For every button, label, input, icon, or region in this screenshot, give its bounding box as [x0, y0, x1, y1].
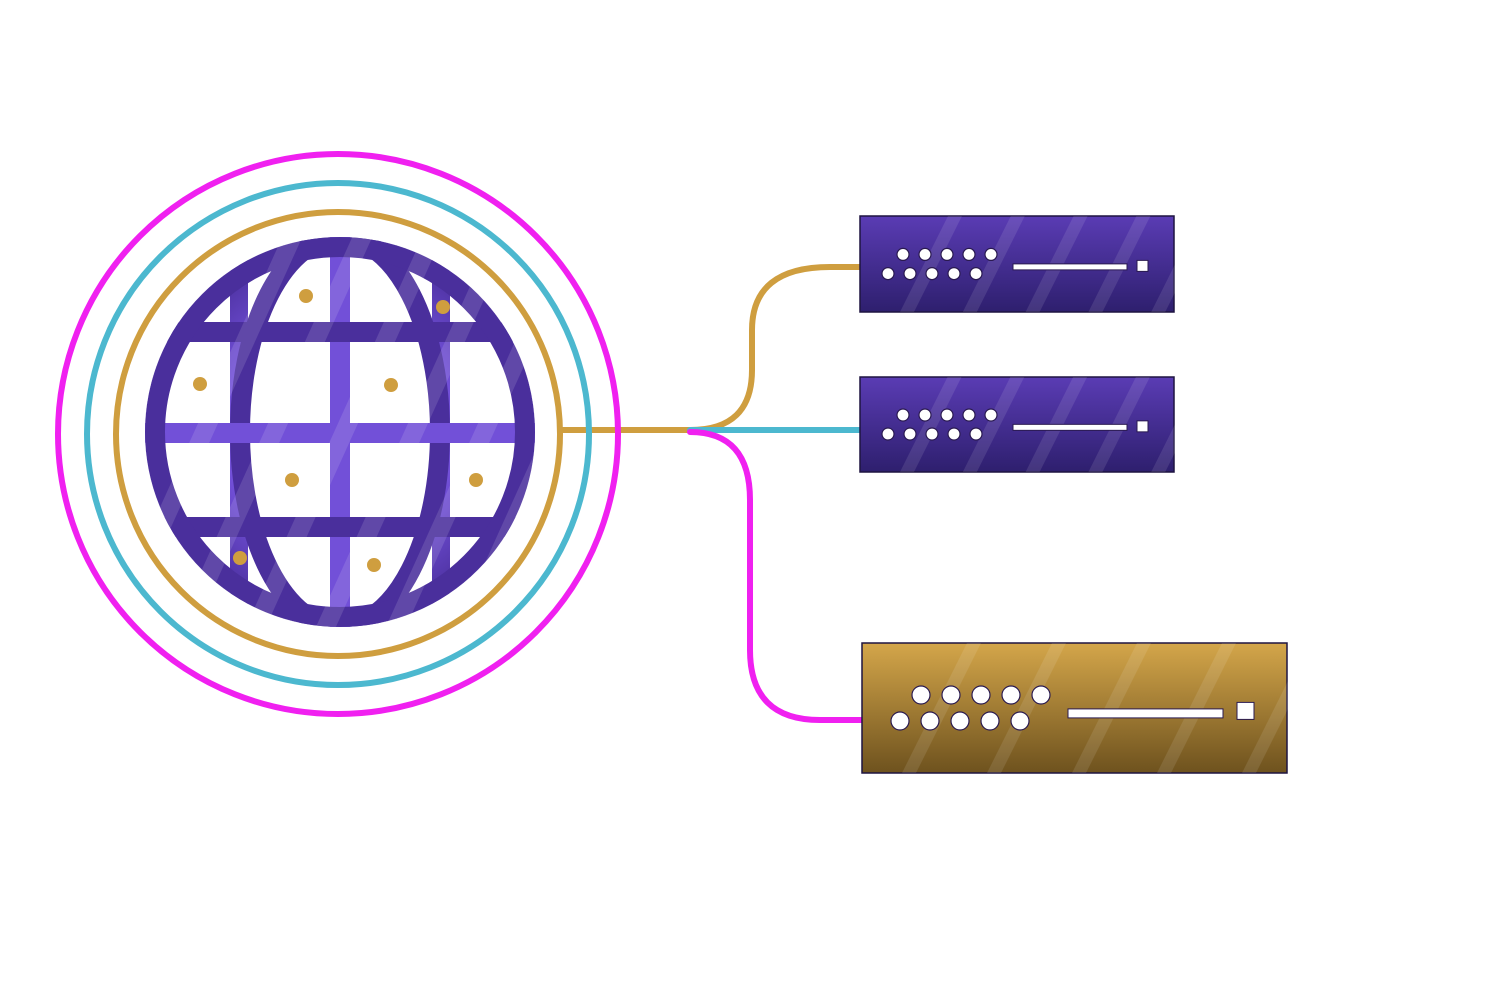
- server-led: [911, 685, 931, 705]
- server-sheen: [900, 377, 962, 472]
- server-power-button: [1136, 420, 1149, 433]
- globe-dot: [367, 558, 381, 572]
- globe-dot: [299, 289, 313, 303]
- server-led: [971, 685, 991, 705]
- server-sheen: [1072, 643, 1151, 773]
- server-led: [881, 427, 895, 441]
- server-led: [940, 247, 954, 261]
- server-icon-2[interactable]: [859, 376, 1213, 473]
- server-drive-slot: [1067, 708, 1224, 719]
- globe-dot: [384, 378, 398, 392]
- server-power-button: [1136, 259, 1149, 272]
- server-led: [918, 408, 932, 422]
- server-led: [950, 711, 970, 731]
- server-sheen: [962, 216, 1025, 312]
- server-led: [947, 427, 961, 441]
- server-led: [903, 427, 917, 441]
- server-led: [896, 408, 910, 422]
- servers: [859, 215, 1321, 774]
- server-body: [861, 642, 1288, 774]
- server-led: [941, 685, 961, 705]
- server-led: [918, 247, 932, 261]
- server-led: [962, 408, 976, 422]
- globe-dot: [469, 473, 483, 487]
- server-led: [969, 267, 983, 281]
- server-sheen: [902, 643, 981, 773]
- server-sheen: [900, 216, 962, 312]
- server-sheen: [1151, 216, 1214, 312]
- server-sheen: [1151, 377, 1213, 472]
- connection-line-server-1: [557, 264, 865, 433]
- server-led: [896, 247, 910, 261]
- globe-cells: [145, 237, 535, 627]
- server-sheen: [962, 377, 1025, 472]
- globe-dot: [436, 300, 450, 314]
- globe-ring-inner: [113, 209, 563, 659]
- server-led: [1001, 685, 1021, 705]
- server-led: [984, 247, 998, 261]
- server-sheen: [1242, 643, 1321, 773]
- server-led: [1031, 685, 1051, 705]
- globe-dot: [233, 551, 247, 565]
- server-power-button: [1236, 701, 1255, 720]
- globe-sheen: [145, 237, 535, 627]
- server-led: [984, 408, 998, 422]
- server-led: [903, 267, 917, 281]
- server-led: [925, 267, 939, 281]
- globe-dot: [285, 473, 299, 487]
- globe-dot: [193, 377, 207, 391]
- globe-ring-outer: [55, 151, 621, 717]
- server-led: [980, 711, 1000, 731]
- server-led: [947, 267, 961, 281]
- server-led: [920, 711, 940, 731]
- server-sheen: [1157, 643, 1236, 773]
- connection-line-server-3: [687, 429, 869, 723]
- server-icon-1[interactable]: [859, 215, 1214, 313]
- server-drive-slot: [1012, 423, 1128, 431]
- server-sheen: [987, 643, 1066, 773]
- server-led: [969, 427, 983, 441]
- server-led: [925, 427, 939, 441]
- globe-dots: [193, 289, 483, 572]
- server-led: [1010, 711, 1030, 731]
- server-led: [940, 408, 954, 422]
- server-led: [881, 267, 895, 281]
- server-led: [890, 711, 910, 731]
- server-icon-3[interactable]: [861, 642, 1321, 774]
- globe-icon: [145, 237, 535, 627]
- server-drive-slot: [1012, 263, 1128, 271]
- globe-ring-middle: [84, 180, 592, 688]
- connections: [557, 264, 869, 723]
- server-led: [962, 247, 976, 261]
- globe-rings: [55, 151, 621, 717]
